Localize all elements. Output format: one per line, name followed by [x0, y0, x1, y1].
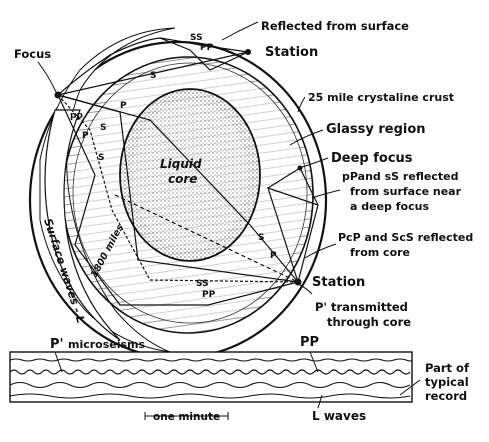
ray-label-ss-bottom: SS	[196, 279, 209, 289]
station-top-marker	[245, 49, 251, 55]
label-glassy-region: Glassy region	[326, 122, 426, 137]
ray-reflected-top	[159, 37, 249, 71]
ray-label-s-core: S	[258, 233, 264, 243]
ray-label-s-top: S	[150, 71, 156, 81]
ray-label-ss-top: SS	[190, 33, 203, 43]
ray-label-s-left1: S	[100, 123, 106, 133]
leader-pp-ss	[311, 189, 341, 199]
leader-crust	[297, 96, 306, 113]
seismogram-record	[9, 351, 421, 420]
label-deep-focus: Deep focus	[331, 151, 413, 166]
leader-reflected	[221, 21, 259, 41]
station-bottom-marker	[294, 278, 302, 286]
label-station-bottom: Station	[312, 275, 365, 290]
label-l-waves: L waves	[312, 409, 366, 423]
label-one-minute: one minute	[153, 411, 220, 423]
label-station-top: Station	[265, 45, 318, 60]
ray-label-s-left2: S	[98, 153, 104, 163]
label-pprime-1: P' transmitted	[315, 300, 408, 314]
leader-pprime	[299, 284, 313, 295]
label-pcp-1: PcP and ScS reflected	[338, 231, 473, 244]
label-ppss-3: a deep focus	[350, 200, 429, 213]
label-liquid: Liquid	[160, 157, 202, 171]
ray-deep-focus	[267, 187, 319, 285]
ray-label-pp-left: pp	[70, 111, 83, 121]
leader-glassy	[289, 129, 324, 146]
ray-pp-left	[57, 94, 299, 306]
label-ppss-1: pPand sS reflected	[342, 170, 459, 183]
ray-label-pp-top: PP	[200, 43, 214, 53]
deep-focus-marker	[297, 165, 303, 171]
ray-label-p-left: P	[82, 131, 89, 141]
label-pcp-2: from core	[350, 246, 410, 259]
label-pprime-2: through core	[327, 315, 411, 329]
focus-marker	[54, 91, 62, 99]
leader-lines	[37, 21, 341, 295]
leader-deep	[301, 157, 329, 168]
label-ppss-2: from surface near	[350, 185, 462, 198]
leader-pcp	[304, 243, 337, 259]
ray-label-p-top: P	[120, 101, 127, 111]
ray-ss-core	[57, 94, 299, 283]
label-core: core	[168, 172, 197, 186]
markers	[54, 49, 303, 286]
label-record: record	[425, 389, 467, 403]
ray-label-pp-bottom: PP	[202, 290, 216, 300]
label-pp: PP	[300, 335, 319, 350]
label-microseisms: microseisms	[68, 338, 146, 351]
label-p-prime: P'	[50, 337, 64, 352]
leader-focus	[37, 61, 57, 93]
ray-p-prime	[114, 194, 299, 283]
label-crust: 25 mile crystaline crust	[308, 91, 454, 104]
liquid-core	[119, 88, 261, 262]
label-typical: typical	[425, 375, 469, 389]
label-focus: Focus	[14, 47, 51, 61]
label-part-of: Part of	[425, 361, 470, 375]
ray-label-p-core: P	[270, 251, 277, 261]
ray-focus-station-direct	[57, 51, 249, 96]
one-minute-bracket	[144, 412, 229, 420]
label-reflected-from-surface: Reflected from surface	[261, 19, 409, 33]
